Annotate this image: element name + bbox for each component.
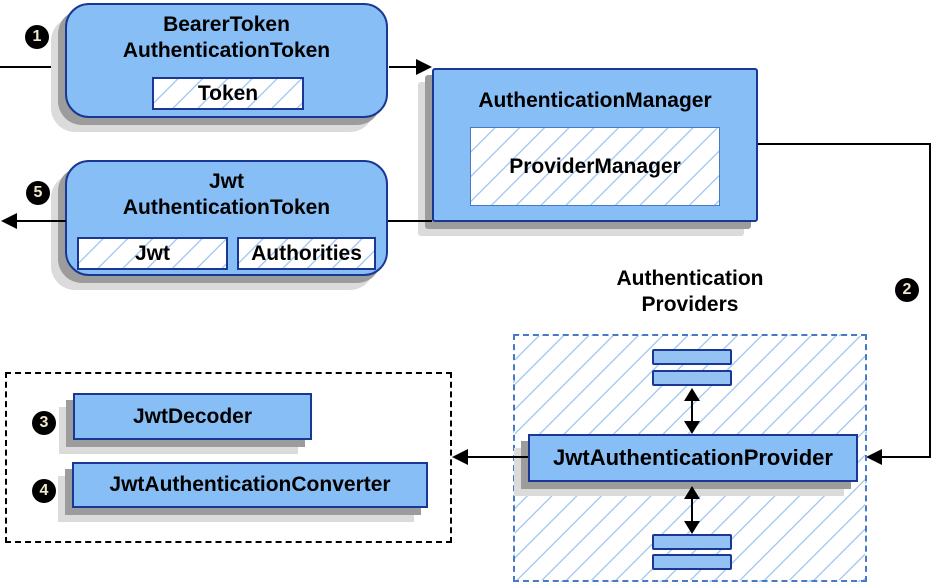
arrow-down-icon [684,521,700,534]
bearer-token-node-title: BearerToken AuthenticationToken [67,5,386,64]
manager-to-provider-line-right [929,143,931,458]
jwt-decoder-node: JwtDecoder [73,393,312,440]
provider-bidirectional-arrow-top [684,388,700,434]
provider-to-decoder-arrowhead-icon [452,449,468,465]
outgoing-result-arrowhead-icon [1,213,17,229]
provider-placeholder-bar [652,349,732,365]
manager-to-provider-arrowhead-icon [866,449,882,465]
jwt-authentication-token-node: Jwt AuthenticationToken Jwt Authorities [65,160,388,276]
incoming-request-line [0,66,66,68]
token-chip: Token [152,77,304,110]
authentication-providers-group: JwtAuthenticationProvider [513,334,867,582]
step-4-badge: 4 [32,479,56,503]
provider-placeholder-bar [652,534,732,550]
provider-placeholder-bar [652,370,732,386]
bearer-to-manager-arrowhead-icon [416,59,432,75]
jwt-token-node-title: Jwt AuthenticationToken [67,162,386,221]
bearer-token-authentication-token-node: BearerToken AuthenticationToken Token [65,3,388,118]
provider-manager-chip: ProviderManager [470,127,720,206]
step-2-badge: 2 [895,278,919,302]
step-1-badge: 1 [25,25,49,49]
jwt-authentication-converter-node: JwtAuthenticationConverter [72,462,428,508]
authorities-chip: Authorities [237,237,376,270]
manager-to-provider-line-bottom [882,456,931,458]
bearer-token-title-line2: AuthenticationToken [122,39,331,62]
arrow-down-icon [684,421,700,434]
bearer-to-manager-line [389,66,418,68]
arrow-up-icon [684,388,700,401]
manager-to-provider-line-top [758,143,931,145]
outgoing-result-line [16,220,66,222]
jwt-token-title-line2: AuthenticationToken [122,196,331,219]
authentication-providers-label: Authentication Providers [565,266,815,318]
arrow-up-icon [684,486,700,499]
provider-placeholder-bar [652,554,732,570]
provider-bidirectional-arrow-bottom [684,486,700,534]
step-5-badge: 5 [26,181,50,205]
authentication-manager-title: AuthenticationManager [478,89,712,112]
authentication-providers-label-line1: Authentication [616,267,764,290]
step-3-badge: 3 [32,411,56,435]
decoder-converter-group: 3 JwtDecoder 4 JwtAuthenticationConverte… [5,372,452,543]
manager-to-jwt-token-line [388,220,432,222]
authentication-providers-label-line2: Providers [641,293,739,316]
provider-to-decoder-line [468,456,528,458]
authentication-manager-node: AuthenticationManager ProviderManager [432,68,758,222]
jwt-chip: Jwt [77,237,228,270]
bearer-token-title-line1: BearerToken [163,13,290,36]
jwt-authentication-provider-node: JwtAuthenticationProvider [528,434,858,482]
jwt-token-title-line1: Jwt [208,170,244,193]
